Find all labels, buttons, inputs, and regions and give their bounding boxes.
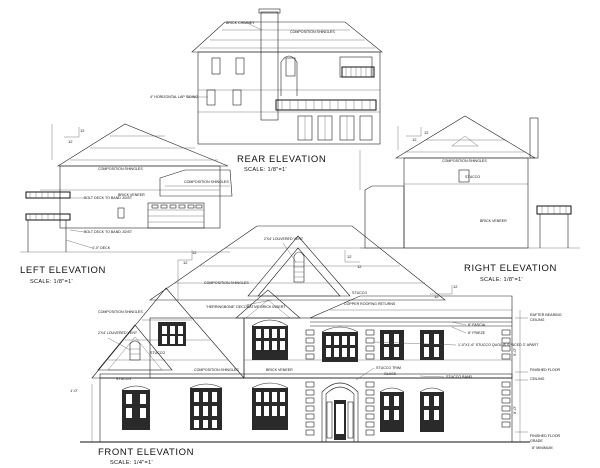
- rear-elevation-title: REAR ELEVATION: [237, 154, 326, 165]
- front-note-herringbone: "HERRINGBONE" DECORATIVE BRICK INSERT: [206, 305, 286, 309]
- front-note-stucco-left: STUCCO: [150, 351, 165, 355]
- front-dim-left: 1'-0": [70, 388, 79, 393]
- front-note-grade: GRADE: [530, 439, 543, 443]
- front-note-stucco-small: STUCCO: [116, 377, 131, 381]
- lower-window-5: [419, 387, 445, 432]
- left-note-shingles-1: COMPOSITION SHINGLES: [98, 167, 143, 171]
- right-elevation-scale: SCALE: 1/8"=1': [480, 277, 523, 283]
- front-note-shingles-center: COMPOSITION SHINGLES: [204, 281, 249, 285]
- lower-window-4: [379, 387, 405, 432]
- front-elevation-title: FRONT ELEVATION: [98, 447, 194, 458]
- upper-window-right-1: [321, 326, 359, 362]
- left-elevation-scale: SCALE: 1/8"=1': [30, 279, 73, 285]
- upper-window-right-3: [420, 330, 444, 360]
- lower-window-3: [251, 382, 289, 430]
- front-note-finished-floor-mid: FINISHED FLOOR: [530, 368, 561, 372]
- front-note-brick-veneer: BRICK VENEER: [266, 368, 293, 372]
- right-note-brick-veneer: BRICK VENEER: [480, 219, 507, 223]
- stucco-quoins: [305, 329, 511, 436]
- front-note-glass: GLASS: [384, 372, 397, 376]
- front-note-rafter-bearing: RAFTER BEARING: [530, 313, 562, 317]
- right-elevation-title: RIGHT ELEVATION: [464, 263, 557, 274]
- left-note-bolt-deck-1: BOLT DECK TO BAND JOIST: [84, 196, 133, 200]
- front-note-ceiling-top: CEILING: [530, 318, 545, 322]
- left-elevation: 12 12: [20, 123, 233, 285]
- front-note-copper-roofing: COPPER ROOFING RETURNS: [344, 302, 396, 306]
- front-elevation-scale: SCALE: 1/4"=1': [110, 460, 153, 466]
- left-pitch-rise: 12: [80, 128, 85, 133]
- front-pitch-run-left: 12: [183, 260, 188, 265]
- rear-note-brick-chimney: BRICK CHIMNEY: [226, 21, 255, 25]
- front-note-shingles-lower: COMPOSITION SHINGLES: [194, 368, 239, 372]
- front-note-stucco-band: STUCCO BAND: [446, 375, 473, 379]
- left-elevation-title: LEFT ELEVATION: [20, 265, 106, 276]
- front-note-minimum: 8" MINIMUM: [532, 446, 552, 450]
- front-note-quoins: 1'-0"X1'-6" STUCCO QUOINS SPACED 3" APAR…: [458, 343, 539, 347]
- right-pitch-run: 12: [412, 137, 417, 142]
- lower-window-1: [121, 385, 151, 430]
- front-note-frieze: 8" FRIEZE: [468, 331, 486, 335]
- front-pitch-rise-left: 12: [192, 250, 197, 255]
- garage-door: [147, 202, 205, 229]
- upper-window-right-2: [380, 330, 404, 360]
- front-door: [321, 382, 359, 442]
- rear-note-composition-shingles: COMPOSITION SHINGLES: [290, 30, 335, 34]
- lower-window-2: [189, 383, 223, 430]
- left-pitch-run: 12: [68, 139, 73, 144]
- rear-elevation-scale: SCALE: 1/8"=1': [244, 167, 287, 173]
- left-note-shingles-2: COMPOSITION SHINGLES: [184, 180, 229, 184]
- left-note-bolt-deck-2: BOLT DECK TO BAND JOIST: [84, 230, 133, 234]
- front-note-louvered-vent-top: 2'X4' LOUVERED VENT: [264, 237, 304, 241]
- upper-window-left: [158, 322, 186, 346]
- front-note-louvered-vent-left: 2'X4' LOUVERED VENT: [98, 331, 138, 335]
- front-note-stucco-trim: STUCCO TRIM: [376, 366, 401, 370]
- rear-note-lap-siding: 4" HORIZONTAL LAP SIDING: [150, 95, 198, 99]
- front-pitch-run-far: 12: [434, 294, 439, 299]
- left-louvered-vent: [129, 340, 141, 361]
- front-dim-upper: 9'-0": [512, 347, 517, 356]
- left-note-brick-veneer: BRICK VENEER: [118, 193, 145, 197]
- top-louvered-vent: [293, 251, 305, 283]
- front-elevation: 12 12 12 12 12 12: [70, 225, 562, 466]
- front-note-fascia: 6" FASCIA: [468, 323, 486, 327]
- upper-window-center: [251, 319, 289, 360]
- front-dim-lower: 9'-0": [512, 405, 517, 414]
- rear-elevation: BRICK CHIMNEY COMPOSITION SHINGLES 4" HO…: [150, 8, 383, 173]
- front-pitch-rise-far: 12: [453, 284, 458, 289]
- front-note-ceiling-mid: CEILING: [530, 377, 545, 381]
- front-note-finished-floor-low: FINISHED FLOOR: [530, 434, 561, 438]
- brick-chimney: [258, 8, 281, 121]
- front-note-stucco-top: STUCCO: [352, 291, 367, 295]
- right-note-stucco: STUCCO: [465, 175, 480, 179]
- right-note-shingles: COMPOSITION SHINGLES: [442, 159, 487, 163]
- left-note-deck: 4'-0" DECK: [92, 246, 111, 250]
- front-note-shingles-left: COMPOSITION SHINGLES: [98, 310, 143, 314]
- right-elevation: 12 12 COMPOSITION SHINGLES STUCCO BRICK …: [359, 115, 580, 283]
- right-pitch-rise: 12: [424, 130, 429, 135]
- front-pitch-rise-right: 12: [347, 254, 352, 259]
- front-pitch-run-right: 12: [357, 264, 362, 269]
